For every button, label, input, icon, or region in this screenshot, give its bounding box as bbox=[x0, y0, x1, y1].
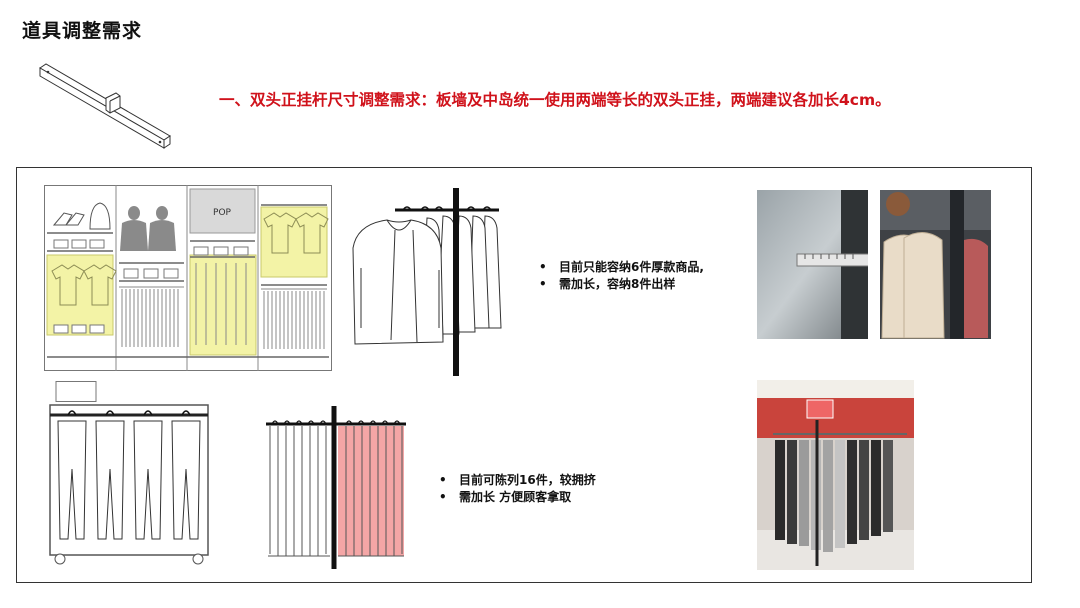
requirement-text: 一、双头正挂杆尺寸调整需求：板墙及中岛统一使用两端等长的双头正挂，两端建议各加长… bbox=[219, 91, 891, 109]
bullet-item: 目前可陈列16件，较拥挤 bbox=[437, 472, 596, 489]
bullet-item: 目前只能容纳6件厚款商品, bbox=[537, 259, 704, 276]
pants-double-rod-icon bbox=[266, 406, 406, 569]
double-end-hanging-rod-icon bbox=[39, 63, 171, 149]
bottom-bullets: 目前可陈列16件，较拥挤 需加长 方便顾客拿取 bbox=[437, 472, 596, 506]
jacket-rack-icon bbox=[352, 188, 502, 376]
highlight-area bbox=[46, 254, 114, 336]
bullet-item: 需加长 方便顾客拿取 bbox=[437, 489, 596, 506]
photo-store-pants bbox=[757, 380, 914, 570]
pants-rack-icon bbox=[49, 381, 209, 565]
highlight-area bbox=[189, 254, 257, 356]
page-title: 道具调整需求 bbox=[22, 20, 143, 42]
bullet-item: 需加长，容纳8件出样 bbox=[537, 276, 704, 293]
pop-label: POP bbox=[213, 208, 232, 218]
photo-rod-closeup bbox=[757, 190, 868, 339]
wall-elevation-drawing: POP bbox=[44, 185, 332, 371]
photo-jackets bbox=[880, 190, 991, 339]
content-frame bbox=[16, 167, 1032, 583]
top-bullets: 目前只能容纳6件厚款商品, 需加长，容纳8件出样 bbox=[537, 259, 704, 293]
